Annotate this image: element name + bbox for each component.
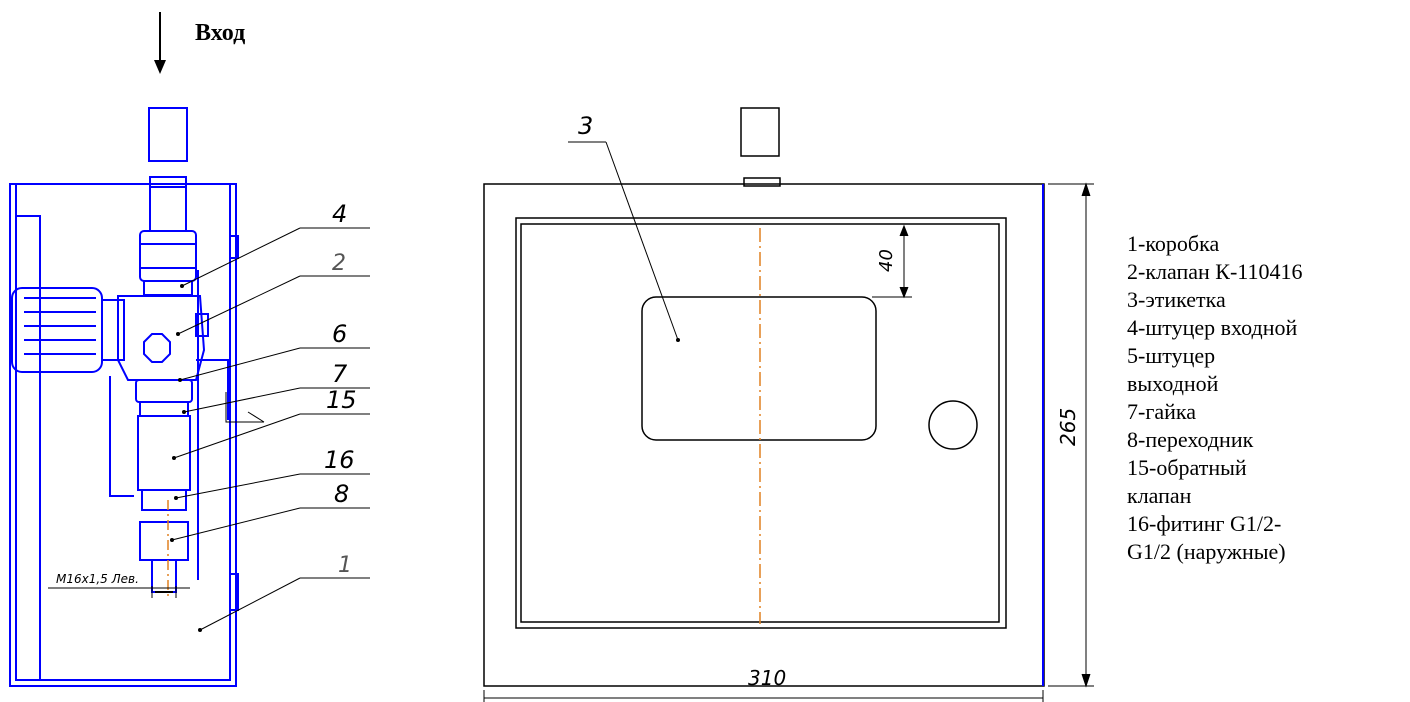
label-plate xyxy=(641,296,877,441)
callout-8: 8 xyxy=(334,480,349,508)
front-fitting xyxy=(740,107,781,187)
dim-265-label: 265 xyxy=(1056,408,1080,446)
callout-3: 3 xyxy=(578,112,593,140)
dim-310 xyxy=(483,690,1044,702)
legend-item: 4-штуцер входной xyxy=(1127,315,1298,340)
dim-265 xyxy=(1048,182,1094,688)
lock-circle xyxy=(928,400,978,450)
thread-dimension xyxy=(48,586,190,598)
callout-2: 2 xyxy=(332,251,346,276)
leader-lines xyxy=(171,227,370,631)
parts-legend: 1-коробка 2-клапан К-110416 3-этикетка 4… xyxy=(1127,230,1302,566)
front-view: 3 40 265 310 xyxy=(483,107,1094,702)
front-box xyxy=(483,183,1045,687)
legend-item: 2-клапан К-110416 xyxy=(1127,259,1303,284)
inlet-fitting xyxy=(139,107,197,296)
input-label: Вход xyxy=(195,20,245,46)
callout-3-dot xyxy=(676,338,680,342)
legend-item: 1-коробка xyxy=(1127,231,1220,256)
callout-3-leader xyxy=(568,141,679,341)
side-view: M16x1,5 Лев. xyxy=(9,107,370,687)
thread-label: M16x1,5 Лев. xyxy=(56,572,139,586)
valve-body xyxy=(11,287,229,497)
legend-item: 3-этикетка xyxy=(1127,287,1226,312)
callout-4: 4 xyxy=(332,200,347,228)
callout-16: 16 xyxy=(324,446,355,474)
box-side xyxy=(9,183,239,687)
input-arrow xyxy=(154,12,166,74)
legend-item: 15-обратный xyxy=(1127,455,1247,480)
dim-40-label: 40 xyxy=(876,249,897,272)
legend-item: 5-штуцер xyxy=(1127,343,1216,368)
callout-15: 15 xyxy=(326,386,357,414)
dim-40 xyxy=(872,224,912,299)
legend-item: 8-переходник xyxy=(1127,427,1254,452)
check-valve xyxy=(137,270,199,593)
leader-dots xyxy=(170,284,202,632)
legend-item: клапан xyxy=(1127,483,1192,508)
callout-6: 6 xyxy=(332,320,347,348)
legend-item: 16-фитинг G1/2- xyxy=(1127,511,1282,536)
door-frame-outer xyxy=(515,217,1007,629)
callout-7: 7 xyxy=(332,360,348,388)
legend-item: G1/2 (наружные) xyxy=(1127,539,1286,564)
dim-310-label: 310 xyxy=(748,666,786,690)
legend-item: 7-гайка xyxy=(1127,399,1197,424)
callout-1: 1 xyxy=(338,553,352,578)
legend-item: выходной xyxy=(1127,371,1219,396)
